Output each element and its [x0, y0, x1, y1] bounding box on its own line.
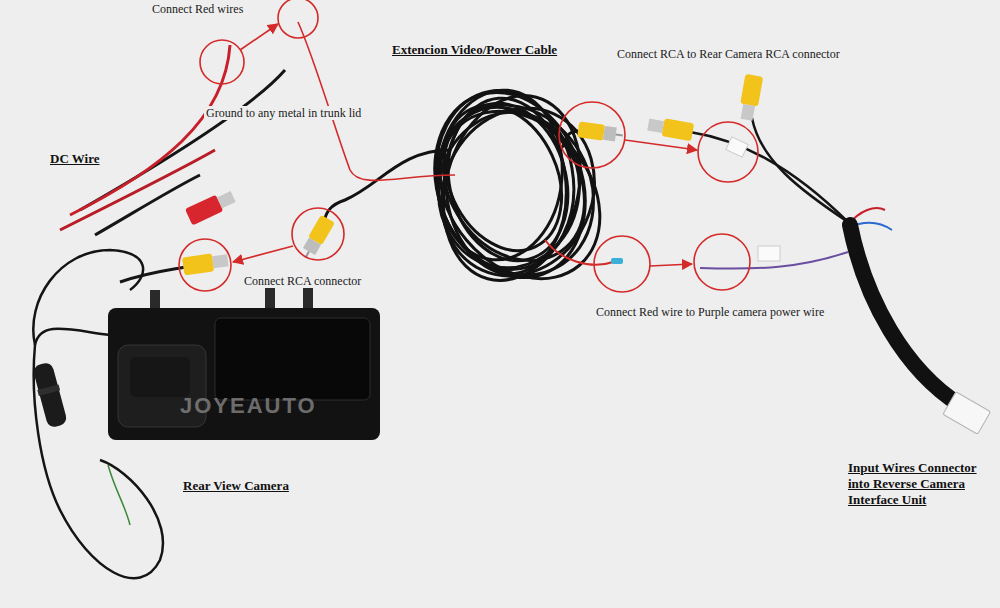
wire-tip — [611, 258, 623, 264]
callout-circle — [694, 234, 750, 290]
coiled-cable — [415, 83, 622, 301]
coiled-cable — [407, 80, 633, 311]
coiled-cable — [406, 71, 633, 310]
callout-note: Connect RCA connector — [242, 274, 363, 288]
white-connector — [943, 392, 991, 435]
callout-note: Connect Red wire to Purple camera power … — [594, 305, 826, 319]
coiled-cable — [406, 76, 624, 303]
callout-circle — [559, 102, 625, 168]
extension-cable — [324, 150, 450, 222]
cable-connector — [32, 362, 68, 429]
callout-arrow — [650, 264, 692, 266]
part-name: DC Wire — [48, 151, 101, 167]
cable-connector — [31, 361, 69, 429]
yellow-rca-female — [740, 74, 763, 107]
callout-arrow — [233, 246, 293, 262]
taped-harness — [850, 225, 960, 405]
harness-wires — [690, 132, 848, 222]
callout-circle — [179, 239, 231, 291]
yellow-rca-male — [577, 121, 605, 140]
callout-circle — [594, 236, 650, 292]
cable-connector — [37, 384, 60, 395]
callout-circle — [179, 0, 758, 292]
yellow-rca-female — [738, 74, 764, 121]
rear-view-camera — [108, 288, 380, 440]
callout-arrow — [625, 140, 697, 150]
yellow-rca-female — [212, 254, 229, 268]
callout-circle — [292, 208, 344, 260]
callout-note: Connect Red wires — [150, 2, 245, 16]
red-rca-connector — [185, 195, 223, 226]
yellow-rca-female — [182, 253, 214, 275]
part-name: Input Wires Connector into Reverse Camer… — [846, 460, 996, 508]
callout-circle — [200, 40, 244, 84]
rear-view-camera — [130, 357, 190, 397]
part-name: Rear View Camera — [181, 478, 291, 494]
red-rca-connector — [217, 191, 236, 208]
rear-view-camera — [108, 308, 380, 440]
harness-wires — [752, 118, 848, 222]
callout-arrow — [240, 24, 278, 50]
wire-tag — [758, 246, 780, 261]
rear-view-camera — [215, 318, 370, 400]
yellow-rca-male — [603, 126, 617, 142]
yellow-rca-female — [647, 119, 664, 133]
yellow-rca-female — [182, 251, 229, 275]
dc-wire — [60, 45, 285, 235]
rca-cable — [120, 267, 186, 282]
yellow-rca-female — [662, 118, 695, 141]
yellow-rca-male — [303, 238, 321, 255]
callout-circle — [278, 0, 318, 38]
callout-note: Connect RCA to Rear Camera RCA connector — [615, 47, 842, 61]
coiled-cable — [415, 80, 614, 288]
yellow-rca-female — [647, 116, 694, 142]
coiled-cable — [439, 93, 574, 279]
callout-note: Ground to any metal in trunk lid — [204, 106, 363, 120]
yellow-rca-male — [299, 215, 335, 262]
yellow-rca-female — [741, 104, 755, 121]
green-wire — [108, 465, 130, 525]
yellow-rca-male — [577, 121, 624, 143]
callout-circle — [698, 122, 758, 182]
white-connector — [943, 392, 991, 435]
red-rca-connector — [185, 188, 237, 225]
yellow-rca-male — [616, 134, 623, 137]
dc-wire — [70, 45, 230, 215]
watermark: JOYEAUTO — [178, 393, 319, 419]
part-name: Extencion Video/Power Cable — [390, 42, 559, 58]
coiled-cable — [427, 101, 592, 279]
extension-cable — [560, 131, 578, 150]
dc-wire — [95, 175, 200, 235]
wire-tag — [726, 137, 748, 157]
